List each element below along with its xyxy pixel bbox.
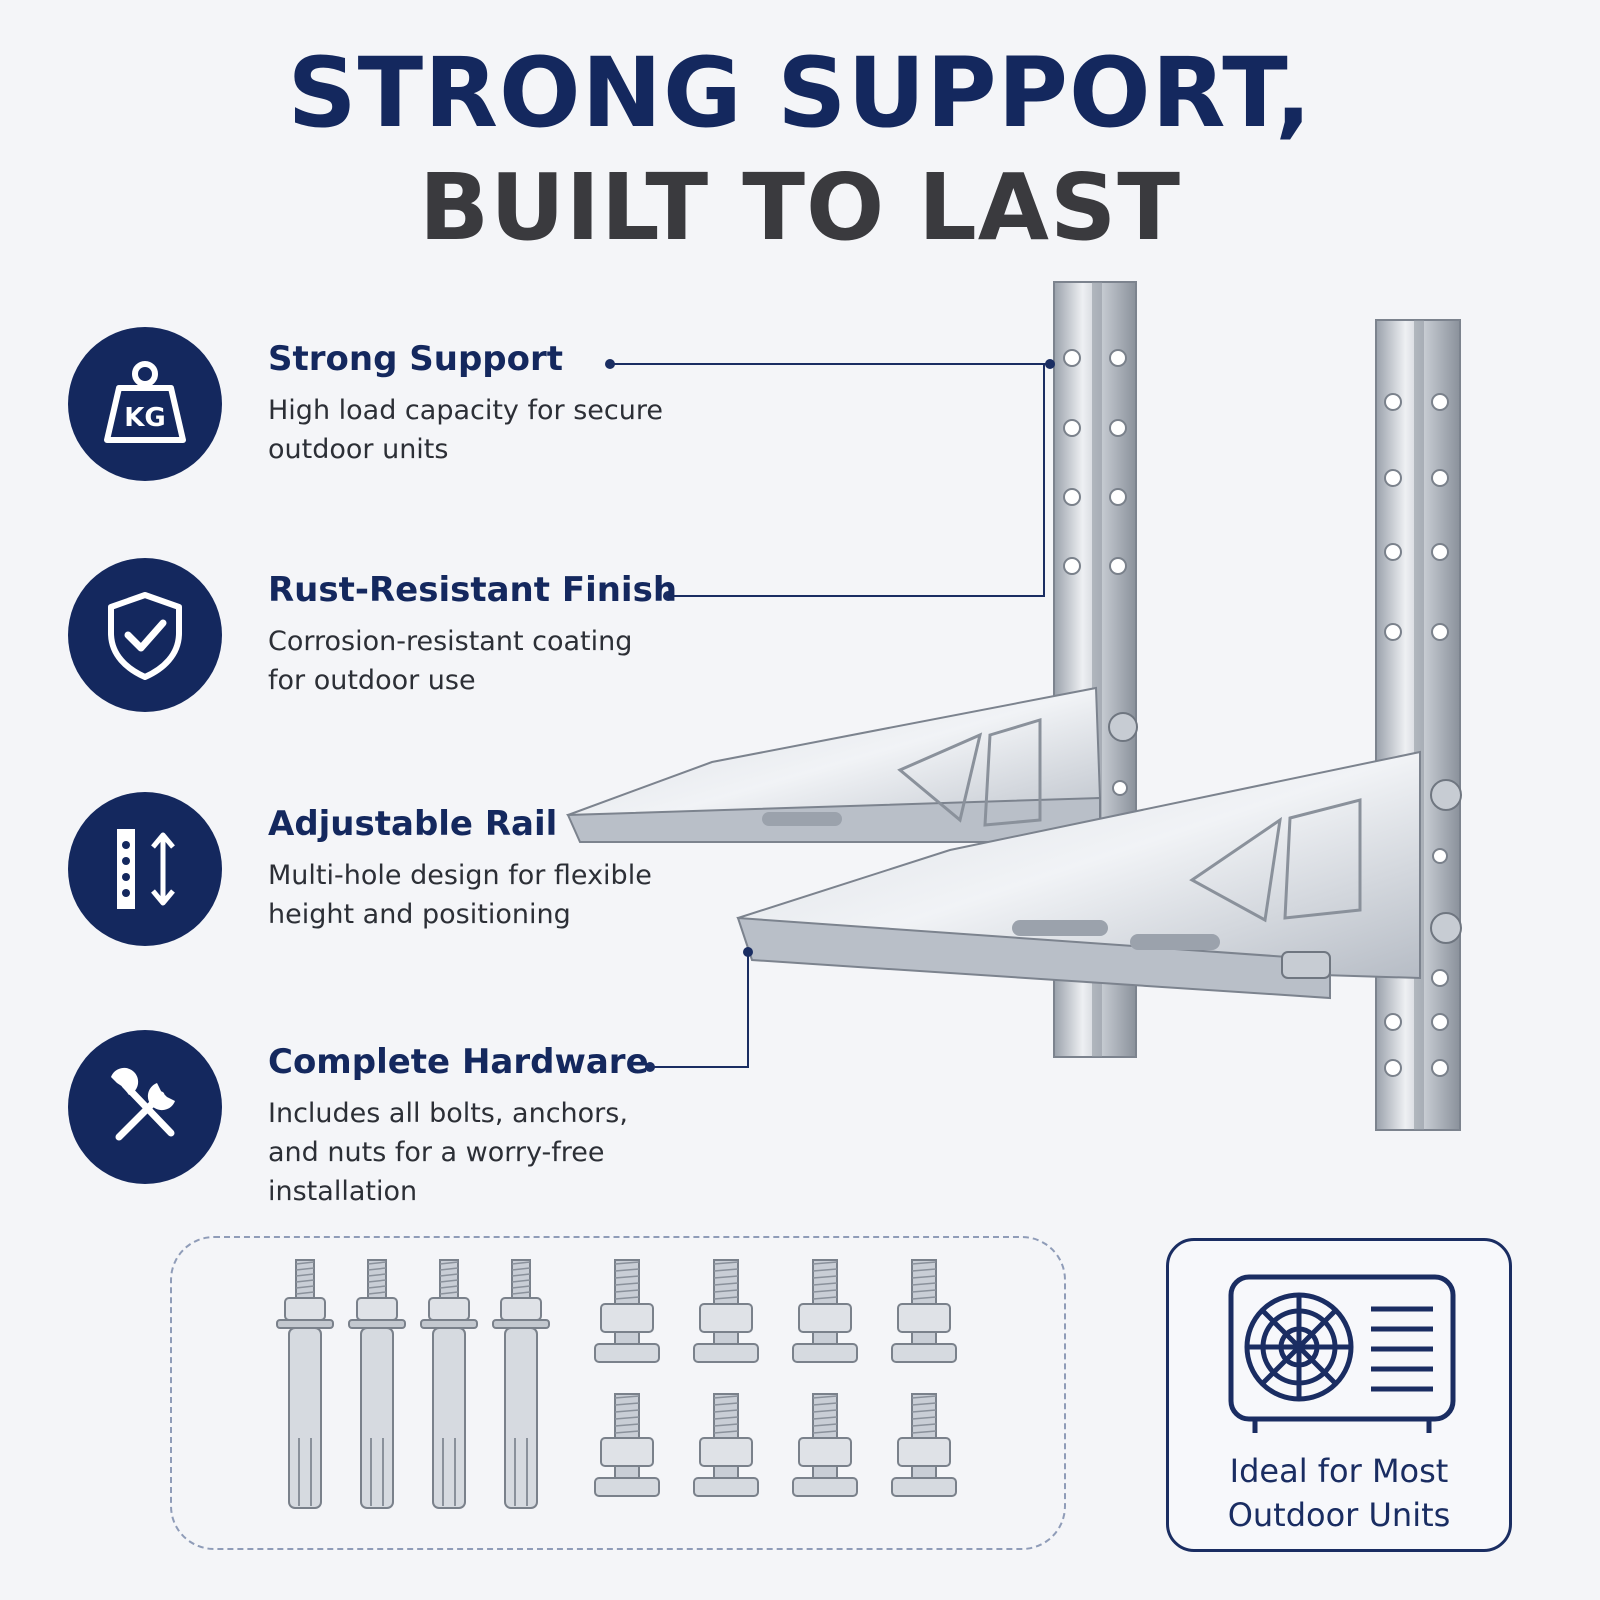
hardware-kit-panel [170, 1236, 1066, 1550]
feature-rust-resistant: Rust-Resistant Finish Corrosion-resistan… [68, 558, 677, 758]
shield-check-icon [68, 558, 222, 712]
ideal-card-caption: Ideal for Most Outdoor Units [1169, 1449, 1509, 1537]
expansion-anchor-bolt [348, 1259, 406, 1509]
front-bracket [736, 319, 1462, 1131]
hex-bolt [891, 1259, 957, 1363]
expansion-anchor-bolt [420, 1259, 478, 1509]
feature-title: Complete Hardware [268, 1042, 649, 1082]
feature-adjustable-rail: Adjustable Rail Multi-hole design for fl… [68, 792, 668, 992]
hex-bolt [594, 1259, 660, 1363]
outdoor-ac-unit-icon [1228, 1274, 1456, 1433]
headline-line-2: BUILT TO LAST [418, 154, 1182, 261]
ideal-card-line-2: Outdoor Units [1227, 1496, 1451, 1534]
feature-title: Rust-Resistant Finish [268, 570, 678, 610]
ideal-outdoor-units-card: Ideal for Most Outdoor Units [1166, 1238, 1512, 1552]
hex-bolt [891, 1393, 957, 1497]
wrench-tools-icon [68, 1030, 222, 1184]
feature-strong-support: KG Strong Support High load capacity for… [68, 327, 668, 527]
hex-bolt [693, 1393, 759, 1497]
feature-description: Multi-hole design for flexible height an… [268, 860, 652, 930]
ideal-card-line-1: Ideal for Most [1229, 1452, 1449, 1490]
feature-description: Includes all bolts, anchors, and nuts fo… [268, 1098, 628, 1207]
headline-line-1: STRONG SUPPORT, [287, 37, 1313, 149]
hex-bolt [693, 1259, 759, 1363]
feature-title: Adjustable Rail [268, 804, 558, 844]
feature-description: Corrosion-resistant coating for outdoor … [268, 626, 633, 696]
adjustable-rail-icon [68, 792, 222, 946]
hex-bolt [792, 1259, 858, 1363]
svg-text:KG: KG [124, 403, 166, 433]
hex-bolt [594, 1393, 660, 1497]
hex-bolt [792, 1393, 858, 1497]
feature-description: High load capacity for secure outdoor un… [268, 395, 663, 465]
feature-title: Strong Support [268, 339, 563, 379]
feature-complete-hardware: Complete Hardware Includes all bolts, an… [68, 1030, 668, 1230]
weight-kg-icon: KG [68, 327, 222, 481]
expansion-anchor-bolt [492, 1259, 550, 1509]
callout-leader-lines [610, 363, 1050, 1068]
expansion-anchor-bolt [276, 1259, 334, 1509]
